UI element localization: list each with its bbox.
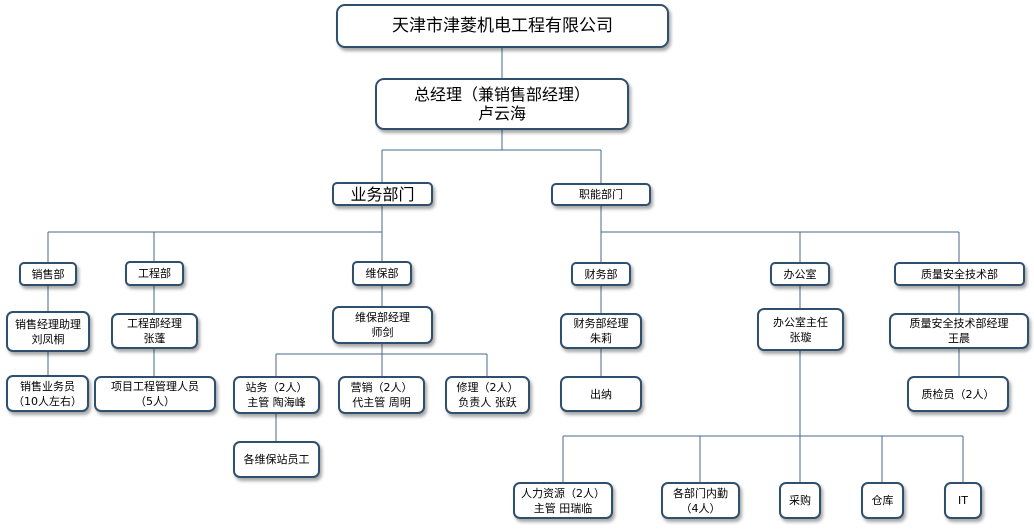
finance-dept-label: 财务部 [584,267,618,281]
company-name: 天津市津菱机电工程有限公司 [392,16,613,36]
warehouse-box: 仓库 [861,482,904,519]
station-box: 站务（2人） 主管 陶海峰 [233,376,320,414]
attendance-title: 各部门内勤 [673,486,728,500]
office-manager-name: 张璇 [789,330,812,344]
it-label: IT [958,494,968,507]
quality-dept-box: 质量安全技术部 [894,262,1025,286]
engineering-dept-box: 工程部 [125,261,184,286]
maintenance-manager-box: 维保部经理 师剑 [332,306,433,344]
warehouse-label: 仓库 [871,494,894,507]
hr-title: 人力资源（2人） [521,486,605,500]
sales-staff-box: 销售业务员 （10人左右） [6,375,89,412]
office-manager-box: 办公室主任 张璇 [757,308,844,351]
marketing-supervisor: 代主管 周明 [352,396,411,409]
attendance-box: 各部门内勤 （4人） [661,482,740,519]
sales-manager-box: 销售经理助理 刘凤桐 [6,311,90,352]
maintenance-dept-label: 维保部 [365,267,399,280]
engineering-staff-title: 项目工程管理人员 [111,380,199,393]
sales-staff-title: 销售业务员 [20,379,75,393]
office-dept-box: 办公室 [770,262,830,286]
general-manager-name: 卢云海 [477,104,526,123]
sales-dept-label: 销售部 [31,267,65,281]
finance-manager-title: 财务部经理 [573,317,629,330]
office-manager-title: 办公室主任 [773,315,828,329]
attendance-count: （4人） [680,501,721,515]
quality-manager-name: 王晨 [948,332,970,345]
repair-lead: 负责人 张跃 [458,396,517,409]
sales-manager-name: 刘凤桐 [31,332,65,346]
repair-title: 修理（2人） [456,381,519,394]
general-manager-box: 总经理（兼销售部经理） 卢云海 [375,78,629,130]
finance-manager-name: 朱莉 [590,332,612,345]
sales-staff-count: （10人左右） [13,394,82,408]
marketing-box: 营销（2人） 代主管 周明 [338,376,425,414]
hr-supervisor: 主管 田瑞临 [533,501,593,515]
finance-dept-box: 财务部 [571,262,631,286]
station-staff-label: 各维保站员工 [243,453,310,466]
general-manager-title: 总经理（兼销售部经理） [413,85,590,104]
station-supervisor: 主管 陶海峰 [247,396,306,409]
marketing-title: 营销（2人） [350,381,413,394]
company-box: 天津市津菱机电工程有限公司 [336,4,669,48]
purchasing-label: 采购 [789,494,811,507]
engineering-staff-count: （5人） [135,395,175,408]
engineering-manager-title: 工程部经理 [127,317,182,330]
finance-manager-box: 财务部经理 朱莉 [560,313,642,349]
cashier-label: 出纳 [590,387,612,401]
station-title: 站务（2人） [245,381,308,394]
quality-manager-title: 质量安全技术部经理 [909,317,1009,330]
quality-manager-box: 质量安全技术部经理 王晨 [889,313,1029,349]
cashier-box: 出纳 [560,376,642,412]
it-box: IT [944,482,982,519]
functional-division-box: 职能部门 [551,183,651,206]
station-staff-box: 各维保站员工 [233,441,320,478]
purchasing-box: 采购 [779,482,821,519]
hr-box: 人力资源（2人） 主管 田瑞临 [513,482,613,519]
inspector-label: 质检员（2人） [921,387,995,401]
sales-dept-box: 销售部 [19,262,77,286]
business-division-label: 业务部门 [350,184,415,204]
engineering-manager-name: 张蓬 [143,332,166,345]
functional-division-label: 职能部门 [579,188,623,201]
engineering-manager-box: 工程部经理 张蓬 [111,313,198,349]
maintenance-manager-name: 师剑 [371,326,394,339]
inspector-box: 质检员（2人） [907,376,1009,412]
engineering-dept-label: 工程部 [138,267,171,280]
maintenance-manager-title: 维保部经理 [355,311,410,324]
engineering-staff-box: 项目工程管理人员 （5人） [94,376,216,412]
quality-dept-label: 质量安全技术部 [921,267,998,281]
repair-box: 修理（2人） 负责人 张跃 [445,376,530,414]
maintenance-dept-box: 维保部 [352,261,412,286]
sales-manager-title: 销售经理助理 [15,317,81,331]
office-dept-label: 办公室 [783,267,817,281]
business-division-box: 业务部门 [332,182,433,206]
